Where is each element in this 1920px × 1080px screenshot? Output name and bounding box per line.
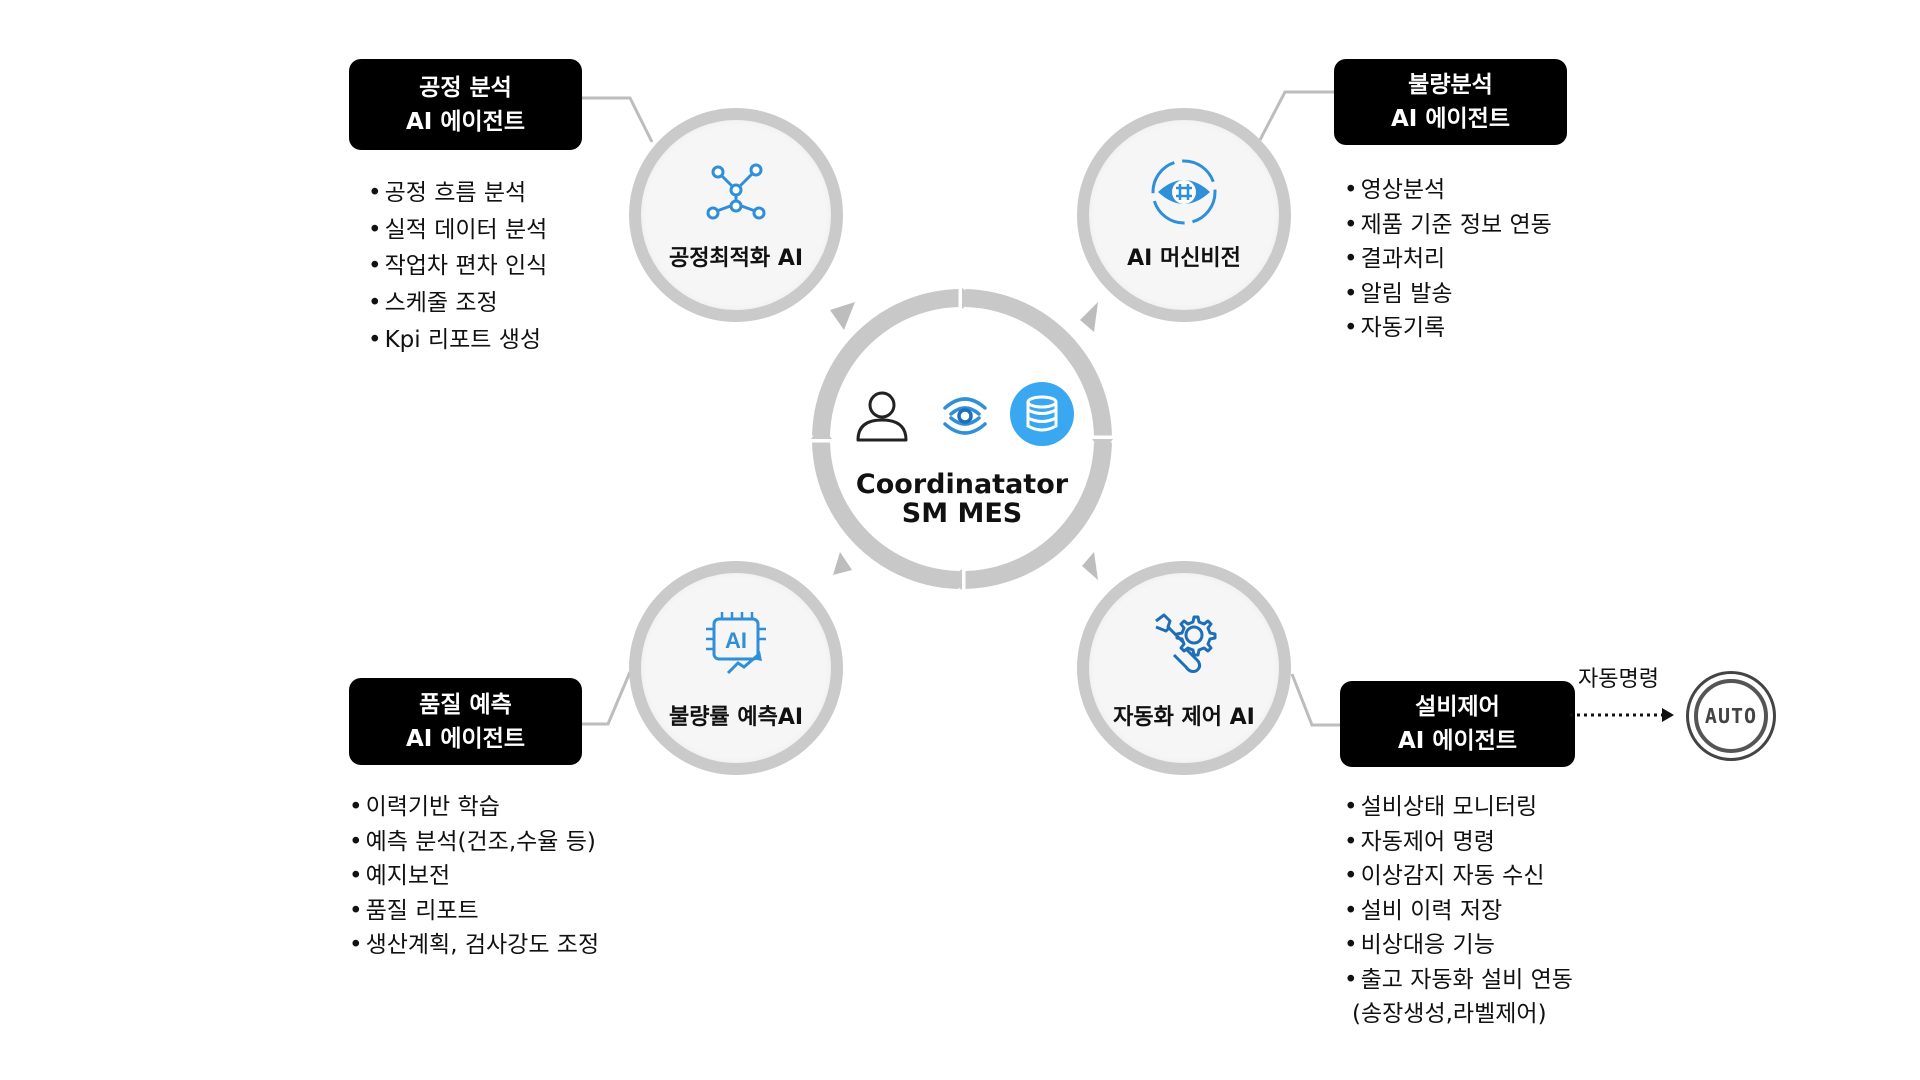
- connector-top-right: [1258, 90, 1334, 141]
- auto-badge-text: AUTO: [1704, 704, 1758, 728]
- list-item: 출고 자동화 설비 연동: [1344, 963, 1573, 998]
- list-item: 예측 분석(건조,수율 등): [349, 825, 599, 860]
- label-quality-prediction-agent: 품질 예측 AI 에이전트: [349, 678, 582, 765]
- label-line2: AI 에이전트: [1397, 728, 1517, 754]
- database-icon: [1010, 382, 1074, 446]
- node-title: 자동화 제어 AI: [1113, 705, 1255, 730]
- list-item: 예지보전: [349, 859, 599, 894]
- hub-title-line2: SM MES: [901, 498, 1023, 529]
- list-item: 생산계획, 검사강도 조정: [349, 928, 600, 963]
- network-nodes-icon: [702, 158, 770, 226]
- list-item: 설비 이력 저장: [1344, 894, 1573, 929]
- label-line1: 공정 분석: [419, 74, 512, 101]
- list-item: 제품 기준 정보 연동: [1344, 208, 1552, 243]
- connector-bottom-right: [1290, 673, 1340, 727]
- label-equipment-control-agent: 설비제어 AI 에이전트: [1340, 681, 1575, 767]
- auto-command-label: 자동명령: [1578, 667, 1659, 692]
- bullet-list-process-analysis: 공정 흐름 분석 실적 데이터 분석 작업차 편차 인식 스케줄 조정 Kpi …: [368, 175, 548, 359]
- list-item-continuation: (송장생성,라벨제어): [1352, 1001, 1547, 1027]
- arrowhead-top-right: [1080, 302, 1098, 332]
- label-process-analysis-agent: 공정 분석 AI 에이전트: [349, 59, 582, 150]
- list-item: 실적 데이터 분석: [368, 212, 548, 249]
- ai-chip-trend-icon: AI: [702, 609, 770, 677]
- node-title: 불량률 예측AI: [668, 705, 804, 730]
- hub-cycle-ring: [811, 288, 1113, 590]
- arrowhead-top-left: [830, 302, 855, 330]
- bullet-list-equipment-control: 설비상태 모니터링 자동제어 명령 이상감지 자동 수신 설비 이력 저장 비상…: [1344, 790, 1573, 1032]
- list-item: 설비상태 모니터링: [1344, 790, 1573, 825]
- wireless-signal-icon: [937, 388, 993, 444]
- list-item: 이력기반 학습: [349, 790, 599, 825]
- list-item: 품질 리포트: [349, 894, 599, 929]
- node-title: 공정최적화 AI: [668, 246, 804, 271]
- user-icon: [854, 388, 910, 444]
- list-item: 영상분석: [1344, 173, 1552, 208]
- hub-coordinator: Coordinatator SM MES: [811, 288, 1113, 590]
- node-title: AI 머신비전: [1127, 246, 1241, 271]
- label-line2: AI 에이전트: [405, 725, 525, 752]
- svg-text:AI: AI: [725, 628, 747, 653]
- list-item: 자동제어 명령: [1344, 825, 1573, 860]
- bullet-list-quality-prediction: 이력기반 학습 예측 분석(건조,수율 등) 예지보전 품질 리포트 생산계획,…: [349, 790, 600, 963]
- node-automation-control-ai: 자동화 제어 AI: [1077, 561, 1291, 775]
- wrench-gear-icon: [1150, 609, 1218, 677]
- label-line1: 설비제어: [1415, 694, 1500, 720]
- node-defect-rate-prediction-ai: AI 불량률 예측AI: [629, 561, 843, 775]
- auto-badge-inner: AUTO: [1694, 679, 1768, 753]
- list-item: 알림 발송: [1344, 277, 1552, 312]
- connector-top-left: [582, 96, 654, 143]
- list-item: 이상감지 자동 수신: [1344, 859, 1573, 894]
- connector-bottom-left: [582, 671, 632, 726]
- list-item: 공정 흐름 분석: [368, 175, 547, 212]
- list-item: 자동기록: [1344, 311, 1552, 346]
- list-item: Kpi 리포트 생성: [368, 322, 547, 359]
- list-item: 결과처리: [1344, 242, 1552, 277]
- arrowhead-bottom-right: [1082, 552, 1098, 580]
- label-line1: 불량분석: [1408, 72, 1493, 98]
- list-item: 작업차 편차 인식: [368, 248, 548, 285]
- label-line2: AI 에이전트: [1390, 106, 1510, 132]
- hub-title-line1: Coordinatator: [855, 469, 1069, 500]
- arrowhead-bottom-left: [833, 552, 852, 575]
- dotted-arrow: [1570, 708, 1674, 722]
- label-line1: 품질 예측: [419, 691, 512, 718]
- list-item: 스케줄 조정: [368, 285, 547, 322]
- eye-scan-icon: [1150, 158, 1218, 226]
- bullet-list-defect-analysis: 영상분석 제품 기준 정보 연동 결과처리 알림 발송 자동기록: [1344, 173, 1552, 346]
- auto-badge-icon: AUTO: [1686, 671, 1776, 761]
- list-item: 비상대응 기능: [1344, 928, 1573, 963]
- label-line2: AI 에이전트: [405, 108, 525, 135]
- label-defect-analysis-agent: 불량분석 AI 에이전트: [1334, 59, 1567, 145]
